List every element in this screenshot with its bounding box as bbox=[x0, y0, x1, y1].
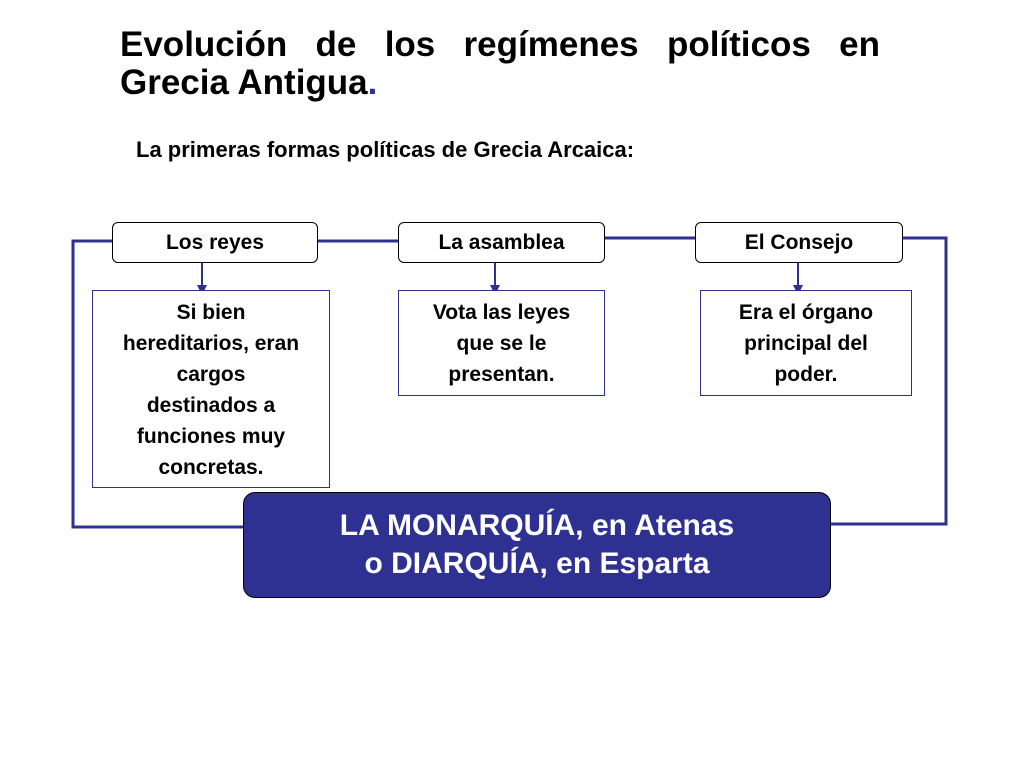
desc-line: hereditarios, eran bbox=[122, 332, 300, 355]
node-los-reyes: Los reyes bbox=[112, 222, 318, 263]
desc-el-consejo: Era el órgano principal del poder. bbox=[700, 290, 912, 396]
desc-line: destinados a bbox=[146, 394, 276, 417]
slide-title-text: Evolución de los regímenes políticos en … bbox=[120, 25, 880, 102]
result-line-1: LA MONARQUÍA, en Atenas bbox=[339, 509, 735, 542]
result-box: LA MONARQUÍA, en Atenas o DIARQUÍA, en E… bbox=[243, 492, 831, 598]
node-el-consejo-label: El Consejo bbox=[744, 230, 854, 254]
desc-line: principal del bbox=[744, 332, 868, 355]
node-la-asamblea-label: La asamblea bbox=[438, 230, 565, 254]
node-el-consejo: El Consejo bbox=[695, 222, 903, 263]
desc-line: que se le bbox=[456, 332, 547, 355]
desc-line: Si bien bbox=[176, 301, 246, 324]
right-loop-line bbox=[831, 236, 948, 526]
node-los-reyes-label: Los reyes bbox=[165, 230, 265, 254]
desc-la-asamblea: Vota las leyes que se le presentan. bbox=[398, 290, 605, 396]
desc-line: concretas. bbox=[158, 456, 264, 479]
desc-line: Vota las leyes bbox=[432, 301, 571, 324]
desc-line: funciones muy bbox=[136, 425, 286, 448]
desc-line: presentan. bbox=[448, 363, 555, 386]
left-loop-line bbox=[71, 239, 243, 529]
desc-line: cargos bbox=[176, 363, 246, 386]
desc-line: poder. bbox=[774, 363, 838, 386]
node-la-asamblea: La asamblea bbox=[398, 222, 605, 263]
result-line-2: o DIARQUÍA, en Esparta bbox=[364, 547, 710, 580]
desc-line: Era el órgano bbox=[738, 301, 874, 324]
desc-los-reyes: Si bien hereditarios, eran cargos destin… bbox=[92, 290, 330, 488]
slide-subtitle: La primeras formas políticas de Grecia A… bbox=[136, 137, 635, 162]
slide-title-end: . bbox=[367, 63, 378, 102]
slide-title: Evolución de los regímenes políticos en … bbox=[120, 26, 880, 102]
